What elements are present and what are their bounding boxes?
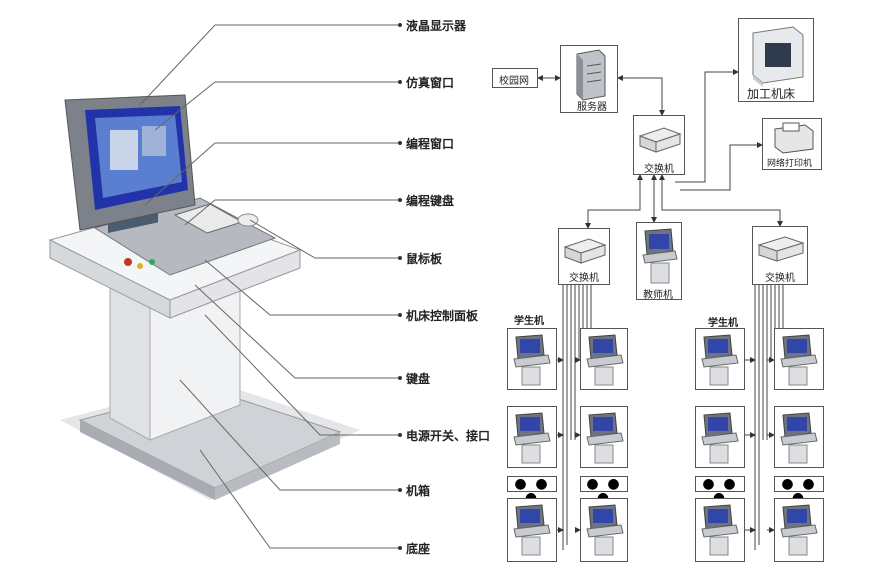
right-switch-node: 交换机 [752,226,808,285]
main-switch-label: 交换机 [644,164,674,175]
ellipsis-box: ● ● ● [507,476,557,505]
student-station [507,406,557,468]
campus-network-label: 校园网 [499,76,529,87]
workstation-icon [586,412,624,464]
student-right-label: 学生机 [708,318,738,329]
switch-icon [563,238,607,264]
teacher-machine-label: 教师机 [643,290,673,301]
student-station [695,498,745,562]
server-icon [576,49,606,101]
right-switch-label: 交换机 [765,273,795,284]
ellipsis-box: ● ● ● [774,476,824,505]
student-station [580,328,628,390]
machine-tool-label: 加工机床 [747,87,796,101]
student-station [695,328,745,390]
workstation-icon [701,504,739,556]
student-station [774,328,824,390]
switch-icon [757,236,805,262]
student-station [507,498,557,562]
switch-icon [638,127,682,153]
ellipsis-box: ● ● ● [580,476,628,505]
workstation-icon [513,504,551,556]
student-station [580,498,628,562]
label-lcd-monitor: 液晶显示器 [406,19,467,33]
student-station [580,406,628,468]
label-programming-keyboard: 编程键盘 [406,194,455,208]
printer-icon [774,122,814,154]
workstation-icon [586,334,624,386]
label-mouse-pad: 鼠标板 [406,252,443,266]
label-programming-window: 编程窗口 [406,137,455,151]
student-left-label: 学生机 [514,316,544,327]
student-station [774,406,824,468]
main-switch-node: 交换机 [633,115,685,175]
machine-tool-node: 加工机床 [738,18,814,102]
machine-tool-icon [752,26,804,87]
student-station [774,498,824,562]
label-power-switch-port: 电源开关、接口 [406,429,491,443]
workstation-icon [701,412,739,464]
campus-network-node: 校园网 [492,68,538,88]
workstation-icon [513,412,551,464]
label-chassis: 机箱 [406,484,431,498]
server-node: 服务器 [560,45,618,113]
left-switch-label: 交换机 [569,273,599,284]
left-switch-node: 交换机 [558,228,610,285]
teacher-machine-node: 教师机 [636,222,682,301]
label-simulation-window: 仿真窗口 [406,76,455,90]
student-station [695,406,745,468]
workstation-icon [780,412,818,464]
label-keyboard: 键盘 [406,372,431,386]
printer-label: 网络打印机 [767,159,813,169]
server-label: 服务器 [577,102,607,113]
workstation-icon [780,334,818,386]
mouse [237,213,259,227]
student-station [507,328,557,390]
workstation-icon [642,228,678,284]
printer-node: 网络打印机 [762,118,822,170]
workstation-icon [701,334,739,386]
ellipsis-box: ● ● ● [695,476,745,505]
label-base: 底座 [406,542,431,556]
workstation-icon [586,504,624,556]
workstation-icon [513,334,551,386]
label-machine-control-panel: 机床控制面板 [406,309,479,323]
workstation-icon [780,504,818,556]
